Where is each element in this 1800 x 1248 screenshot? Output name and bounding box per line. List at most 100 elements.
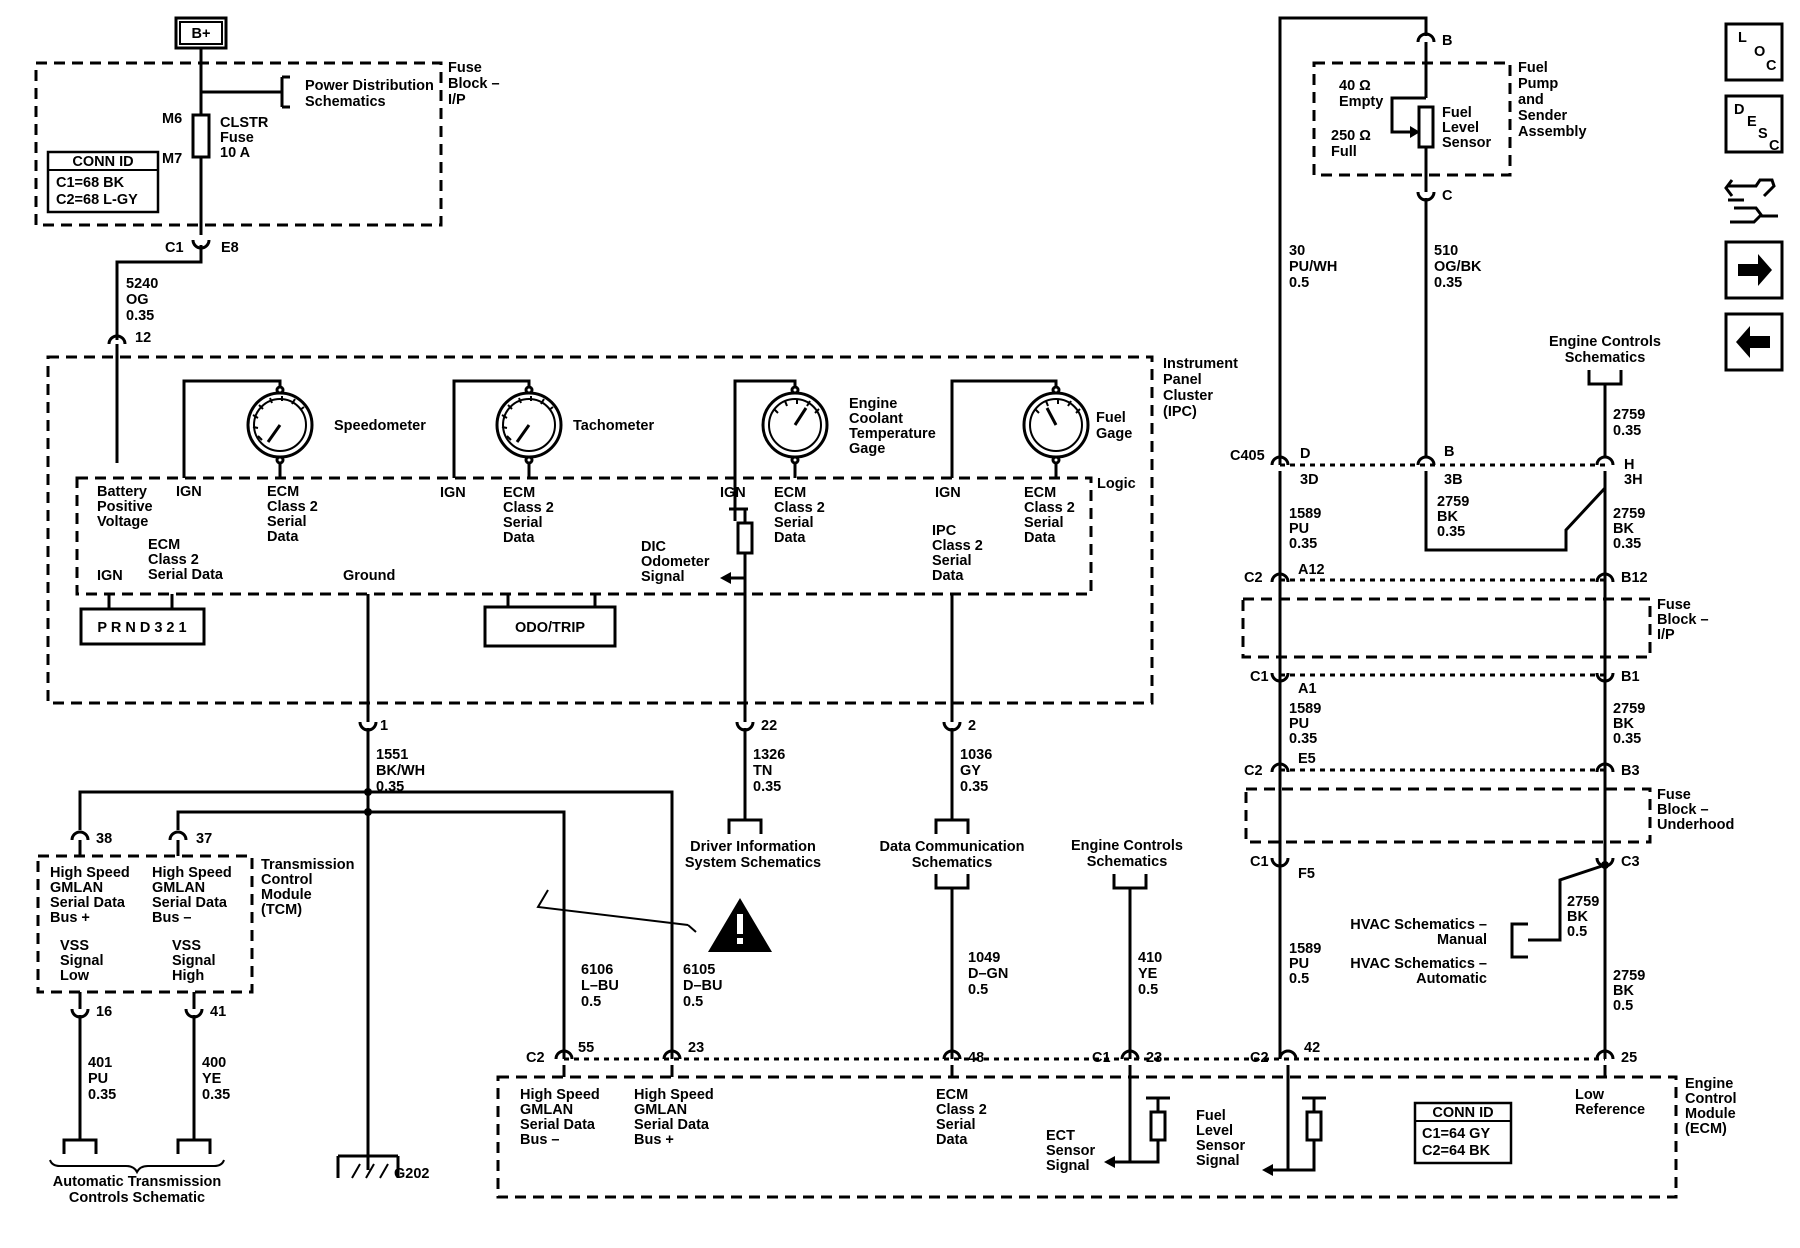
svg-text:PU: PU — [1289, 716, 1309, 732]
tachometer-gauge — [452, 379, 563, 478]
svg-text:Instrument: Instrument — [1163, 356, 1238, 372]
svg-text:2759: 2759 — [1567, 894, 1599, 910]
svg-text:CONN ID: CONN ID — [72, 154, 133, 170]
svg-text:Manual: Manual — [1437, 932, 1487, 948]
svg-text:Data: Data — [503, 530, 535, 546]
svg-text:Automatic Transmission: Automatic Transmission — [53, 1174, 221, 1190]
svg-text:3H: 3H — [1624, 472, 1643, 488]
svg-text:0.35: 0.35 — [1434, 275, 1462, 291]
svg-text:C2: C2 — [1250, 1050, 1269, 1066]
svg-text:Fuel: Fuel — [1096, 410, 1126, 426]
svg-text:Signal: Signal — [1046, 1158, 1090, 1174]
svg-text:Sensor: Sensor — [1046, 1143, 1096, 1159]
svg-text:0.35: 0.35 — [1289, 731, 1317, 747]
svg-text:PU/WH: PU/WH — [1289, 259, 1337, 275]
svg-text:D: D — [1734, 102, 1744, 118]
svg-text:GMLAN: GMLAN — [634, 1102, 687, 1118]
svg-text:C405: C405 — [1230, 448, 1265, 464]
svg-text:Odometer: Odometer — [641, 554, 710, 570]
svg-text:3B: 3B — [1444, 472, 1463, 488]
svg-text:B3: B3 — [1621, 763, 1640, 779]
svg-text:6106: 6106 — [581, 962, 613, 978]
svg-text:Serial Data: Serial Data — [634, 1117, 710, 1133]
svg-text:O: O — [1754, 44, 1765, 60]
svg-text:Bus –: Bus – — [152, 910, 192, 926]
ground-icon — [336, 1154, 400, 1179]
svg-text:Block –: Block – — [1657, 802, 1709, 818]
svg-text:PU: PU — [1289, 956, 1309, 972]
ecm-pin-55 — [554, 1049, 574, 1060]
svg-text:1: 1 — [380, 718, 388, 734]
svg-text:Sensor: Sensor — [1442, 135, 1492, 151]
svg-text:High Speed: High Speed — [152, 865, 232, 881]
svg-text:0.35: 0.35 — [1613, 536, 1641, 552]
svg-text:BK: BK — [1613, 983, 1634, 999]
svg-text:Serial: Serial — [774, 515, 814, 531]
svg-text:Engine Controls: Engine Controls — [1549, 334, 1661, 350]
svg-text:B12: B12 — [1621, 570, 1648, 586]
svg-text:D: D — [1300, 446, 1310, 462]
svg-text:1551: 1551 — [376, 747, 408, 763]
connector-icon[interactable] — [1724, 178, 1778, 224]
svg-text:S: S — [1758, 126, 1768, 142]
svg-text:Signal: Signal — [172, 953, 216, 969]
svg-text:VSS: VSS — [172, 938, 201, 954]
ect-resistor — [1149, 1110, 1167, 1142]
svg-text:48: 48 — [968, 1050, 984, 1066]
svg-text:Fuel: Fuel — [1518, 60, 1548, 76]
svg-text:Power Distribution: Power Distribution — [305, 78, 434, 94]
ecm-pin-23a — [662, 1049, 682, 1060]
svg-text:Bus –: Bus – — [520, 1132, 560, 1148]
svg-text:Control: Control — [261, 872, 313, 888]
svg-text:Data Communication: Data Communication — [879, 839, 1024, 855]
dic-arrow-icon — [720, 572, 731, 584]
svg-text:Underhood: Underhood — [1657, 817, 1734, 833]
svg-text:GMLAN: GMLAN — [520, 1102, 573, 1118]
svg-text:0.35: 0.35 — [1437, 524, 1465, 540]
svg-text:0.35: 0.35 — [88, 1087, 116, 1103]
svg-text:Module: Module — [1685, 1106, 1736, 1122]
svg-text:37: 37 — [196, 831, 212, 847]
svg-text:CONN ID: CONN ID — [1432, 1105, 1493, 1121]
svg-text:Data: Data — [936, 1132, 968, 1148]
svg-text:F5: F5 — [1298, 866, 1315, 882]
arrow-right-button[interactable] — [1724, 240, 1784, 300]
svg-text:0.35: 0.35 — [960, 779, 988, 795]
svg-text:M6: M6 — [162, 111, 182, 127]
svg-text:Serial: Serial — [936, 1117, 976, 1133]
svg-text:510: 510 — [1434, 243, 1458, 259]
svg-text:Class 2: Class 2 — [932, 538, 983, 554]
svg-text:GY: GY — [960, 763, 981, 779]
svg-text:C1: C1 — [1092, 1050, 1111, 1066]
svg-text:250 Ω: 250 Ω — [1331, 128, 1371, 144]
svg-text:0.35: 0.35 — [1613, 423, 1641, 439]
svg-text:A1: A1 — [1298, 681, 1317, 697]
svg-text:C: C — [1442, 188, 1453, 204]
loc-button[interactable]: L O C — [1724, 22, 1784, 82]
svg-text:Coolant: Coolant — [849, 411, 903, 427]
bplus-terminal: B+ — [174, 16, 228, 50]
svg-text:L–BU: L–BU — [581, 978, 619, 994]
svg-text:1589: 1589 — [1289, 701, 1321, 717]
svg-text:Gage: Gage — [849, 441, 885, 457]
svg-text:PU: PU — [88, 1071, 108, 1087]
svg-text:0.35: 0.35 — [753, 779, 781, 795]
svg-text:1036: 1036 — [960, 747, 992, 763]
svg-text:Pump: Pump — [1518, 76, 1558, 92]
svg-text:1589: 1589 — [1289, 941, 1321, 957]
arrow-left-button[interactable] — [1724, 312, 1784, 372]
svg-text:L: L — [1738, 30, 1747, 46]
svg-text:BK: BK — [1613, 716, 1634, 732]
svg-text:H: H — [1624, 457, 1634, 473]
svg-text:GMLAN: GMLAN — [152, 880, 205, 896]
svg-text:25: 25 — [1621, 1050, 1637, 1066]
fuel-gauge — [950, 379, 1090, 478]
tcm-outline — [36, 854, 254, 994]
svg-text:22: 22 — [761, 718, 777, 734]
svg-text:YE: YE — [1138, 966, 1158, 982]
desc-button[interactable]: D E S C — [1724, 94, 1784, 154]
svg-text:E8: E8 — [221, 240, 239, 256]
svg-text:PU: PU — [1289, 521, 1309, 537]
svg-text:Data: Data — [932, 568, 964, 584]
ecm-pin-48 — [942, 1049, 962, 1060]
